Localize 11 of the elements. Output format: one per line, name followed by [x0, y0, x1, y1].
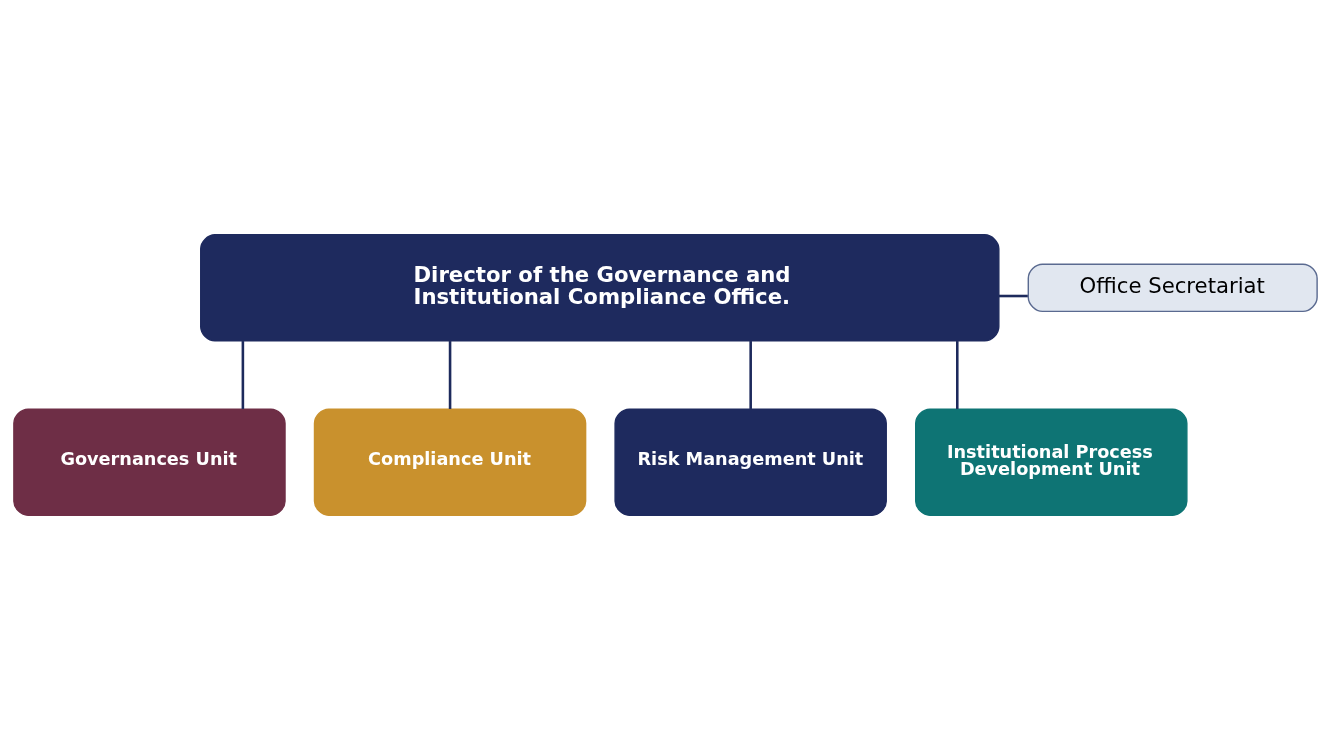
connector [241, 341, 245, 409]
connector [448, 341, 452, 409]
node-box: Institutional Process Development Unit [915, 408, 1188, 516]
connector [955, 341, 959, 409]
node-box: Governances Unit [13, 408, 286, 516]
connector [749, 341, 752, 409]
node-box: Risk Management Unit [614, 408, 887, 516]
node-box: Compliance Unit [313, 408, 587, 516]
connector [998, 294, 1028, 298]
node-box: Office Secretariat [1027, 263, 1318, 313]
node-box: Director of the Governance and Institutional Compliance Office. [200, 234, 1000, 342]
